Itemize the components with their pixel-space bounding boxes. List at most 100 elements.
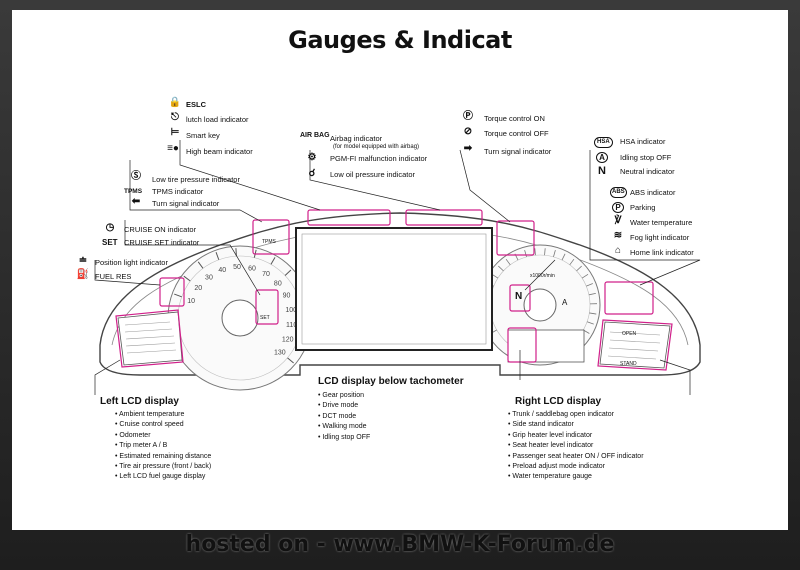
speedo-tick (215, 252, 220, 260)
right-lcd-item: Water temperature gauge (508, 472, 644, 482)
right-lcd-item: Trunk / saddlebag open indicator (508, 410, 644, 420)
label-parking: Parking (630, 203, 656, 212)
label-fuel-res: FUEL RES (95, 272, 132, 281)
page-title: Gauges & Indicat (288, 26, 512, 54)
arrow-left-icon: ⬅ (131, 196, 141, 207)
position-light-icon: ≐ (78, 255, 88, 266)
label-airbag: Airbag indicator (330, 134, 383, 143)
center-screen (295, 227, 493, 351)
fog-light-icon: ≋ (613, 230, 623, 241)
fuel-pump-icon: ⛽ (76, 269, 90, 280)
speedo-tick-label: 100 (285, 307, 297, 314)
tacho-tick (569, 258, 575, 266)
torque-control-icon: Ⓟ (463, 111, 473, 122)
left-lcd-lines (124, 321, 177, 354)
highlight-top-left (307, 209, 391, 226)
center-lcd-item: Idling stop OFF (318, 433, 370, 443)
speedo-tick-label: 130 (274, 349, 286, 356)
center-lcd-list: Gear positionDrive modeDCT modeWalking m… (318, 391, 370, 443)
tacho-tick (581, 273, 589, 279)
left-lcd-item: Trip meter A / B (115, 441, 211, 451)
leader-lines (94, 140, 701, 395)
tacho-tick (561, 253, 566, 261)
arrow-right-icon: ➡ (463, 143, 473, 154)
label-idling-stop: Idling stop OFF (620, 153, 672, 162)
tacho-tick (586, 321, 594, 325)
speedo-tick (284, 269, 292, 276)
dash-tpms-text: TPMS (262, 239, 276, 245)
high-beam-icon: ≡● (167, 143, 179, 154)
speedo-tick (197, 261, 204, 269)
abs-icon: ABS (610, 187, 627, 198)
tacho-tick (586, 283, 593, 287)
center-lcd-item: Gear position (318, 391, 370, 401)
speedo-tick-label: 40 (218, 267, 226, 274)
tacho-tick (534, 248, 536, 256)
label-fog-light: Fog light indicator (630, 233, 690, 242)
lcd-below-tacho (507, 329, 585, 363)
right-lcd-heading: Right LCD display (515, 396, 602, 407)
left-lcd-list: Ambient temperatureCruise control speedO… (115, 410, 211, 483)
speedo-tick-label: 70 (262, 271, 270, 278)
center-lcd-item: Drive mode (318, 401, 370, 411)
tacho-tick (498, 265, 504, 272)
label-position-light: Position light indicator (95, 258, 168, 267)
speedo-tick-label: 10 (187, 298, 195, 305)
center-screen-inner (301, 233, 487, 345)
highlight-cruise (255, 289, 279, 325)
label-turn-signal-left: Turn signal indicator (152, 199, 220, 208)
center-lcd-heading: LCD display below tachometer (318, 376, 464, 387)
label-abs: ABS indicator (630, 188, 676, 197)
tacho-tick (553, 250, 556, 257)
dash-open: OPEN (622, 331, 637, 337)
set-icon: SET (102, 238, 118, 247)
left-lcd-item: Ambient temperature (115, 410, 211, 420)
cruise-icon: ◷ (105, 222, 115, 233)
water-temp-icon: ℣ (614, 215, 622, 226)
right-lcd-item: Preload adjust mode indicator (508, 462, 644, 472)
right-lcd-item: Side stand indicator (508, 420, 644, 430)
label-pgm-fi: PGM-FI malfunction indicator (330, 154, 428, 163)
tacho-tick (505, 258, 511, 266)
label-eslc: ESLC (186, 100, 207, 109)
highlight-top-center (405, 209, 483, 226)
highlight-center-lcd (507, 327, 537, 363)
left-lcd-item: Cruise control speed (115, 420, 211, 430)
speedo-tick-label: 110 (286, 322, 297, 329)
speedo-tick-label: 90 (283, 293, 291, 300)
neutral-icon: N (598, 165, 606, 177)
idling-stop-icon: A (596, 152, 608, 163)
tpms-icon: TPMS (124, 188, 143, 195)
engine-icon: ⚙ (307, 152, 317, 163)
speedo-tick-label: 80 (274, 280, 282, 287)
label-tpms: TPMS indicator (152, 187, 204, 196)
highlight-neutral (509, 284, 531, 312)
tacho-tick (524, 250, 527, 257)
dash-set-text: SET (260, 315, 270, 321)
highlight-right-lcd (597, 319, 673, 371)
tacho-tick (589, 312, 597, 315)
label-home-link: Home link indicator (630, 248, 694, 257)
speedo-tick-label: 120 (282, 337, 294, 344)
label-torque-on: Torque control ON (484, 114, 545, 123)
right-lcd-list: Trunk / saddlebag open indicatorSide sta… (508, 410, 644, 483)
footer-credit: hosted on - www.BMW-K-Forum.de (185, 532, 615, 557)
torque-control-off-icon: ⊘ (463, 126, 473, 137)
tacho-tick (588, 293, 596, 296)
center-lcd-item: DCT mode (318, 412, 370, 422)
highlight-fuel (159, 277, 185, 307)
label-smart-key: Smart key (186, 131, 220, 140)
dash-neutral: N (515, 291, 523, 302)
label-clutch-load: lutch load indicator (186, 115, 249, 124)
center-lcd-item: Walking mode (318, 422, 370, 432)
speedo-tick (174, 293, 182, 298)
left-lcd-item: Left LCD fuel gauge display (115, 472, 211, 482)
tire-pressure-icon: Ⓢ (131, 171, 141, 182)
highlight-tpms (252, 219, 290, 255)
smart-key-icon: ⊨ (170, 127, 180, 138)
label-low-tire-pressure: Low tire pressure indicator (152, 175, 240, 184)
highlight-top-right (496, 220, 535, 256)
speedo-tick-label: 20 (194, 285, 202, 292)
